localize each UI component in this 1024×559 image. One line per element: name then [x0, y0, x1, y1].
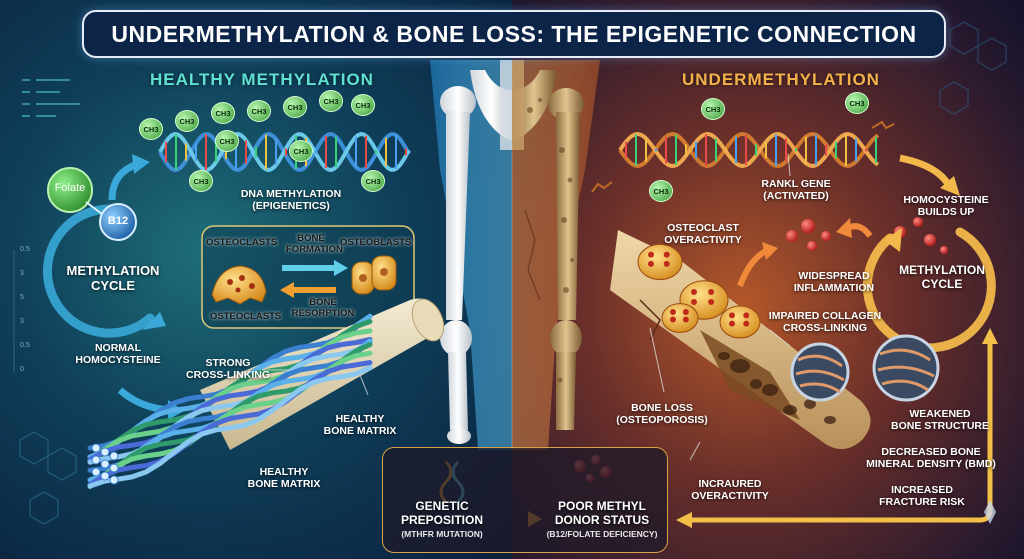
b12-circle	[99, 203, 137, 241]
collagen-fibers	[87, 313, 373, 489]
ch3-bubble: CH3	[215, 130, 239, 152]
ch3-bubble: CH3	[845, 92, 869, 114]
ch3-bubble: CH3	[319, 90, 343, 112]
damaged-skeleton	[512, 60, 584, 430]
ch3-bubble: CH3	[211, 102, 235, 124]
ch3-bubble: CH3	[139, 118, 163, 140]
axis-tick-label: 5	[20, 294, 24, 301]
hex-network-left	[19, 431, 77, 525]
dna-methylation-label: DNA METHYLATION(EPIGENETICS)	[240, 188, 342, 213]
ch3-bubble: CH3	[247, 100, 271, 122]
axis-tick-label: 0.5	[20, 342, 30, 349]
folate-label: Folate	[54, 182, 86, 194]
formation-arrow	[282, 260, 348, 276]
connector-lines	[262, 153, 791, 461]
osteoblast-cells	[351, 255, 397, 295]
mthfr-label: (MTHFR MUTATION)	[401, 529, 483, 539]
axis-tick-label: 0	[20, 366, 24, 373]
collagen-magnifier-2	[872, 334, 940, 402]
bone-remodeling-box	[201, 225, 415, 329]
ch3-bubble: CH3	[283, 96, 307, 118]
ch3-bubble: CH3	[175, 110, 199, 132]
axis-tick-label: 0.5	[20, 246, 30, 253]
page-title: UNDERMETHYLATION & BONE LOSS: THE EPIGEN…	[111, 20, 917, 47]
healthy-skeleton	[440, 60, 512, 444]
ch3-bubble: CH3	[289, 140, 313, 162]
bone-loss-label: BONE LOSS(OSTEOPOROSIS)	[616, 402, 708, 427]
healthy-methylation-cycle	[42, 154, 166, 338]
osteoclast-cell-left	[211, 265, 267, 305]
ch3-bubble: CH3	[701, 98, 725, 120]
ch3-bubble: CH3	[361, 170, 385, 192]
title-box	[82, 10, 946, 58]
osteoclasts-bottom-label: OSTEOCLASTS	[210, 311, 282, 322]
damaged-dna-helix	[591, 120, 895, 193]
undermethylation-heading: UNDERMETHYLATION	[682, 70, 880, 89]
ch3-bubble: CH3	[351, 94, 375, 116]
dash-decoration	[22, 79, 80, 117]
resorption-arrow	[280, 282, 336, 298]
osteoclasts-top-label: OSTEOCLASTS	[206, 237, 278, 248]
folate-circle	[47, 167, 93, 213]
axis-tick-label: 3	[20, 318, 24, 325]
deficiency-label: (B12/FOLATE DEFICIENCY)	[546, 529, 658, 539]
collagen-magnifier-1	[790, 342, 850, 402]
healthy-heading: HEALTHY METHYLATION	[150, 70, 374, 89]
sparkle-icon	[984, 500, 996, 524]
undermethylated-methylation-cycle	[862, 154, 996, 353]
causes-box	[382, 447, 668, 553]
osteoblasts-label: OSTEOBLASTS	[340, 237, 412, 248]
axis-tick-label: 3	[20, 270, 24, 277]
b12-label: B12	[107, 215, 129, 227]
hex-network-right	[939, 21, 1007, 115]
ch3-bubble: CH3	[189, 170, 213, 192]
healthy-dna-helix	[158, 131, 411, 173]
rankl-gene-label: RANKL GENE(ACTIVATED)	[761, 178, 831, 203]
ch3-bubble: CH3	[649, 180, 673, 202]
osteoclast-cells-overactive	[637, 243, 761, 339]
